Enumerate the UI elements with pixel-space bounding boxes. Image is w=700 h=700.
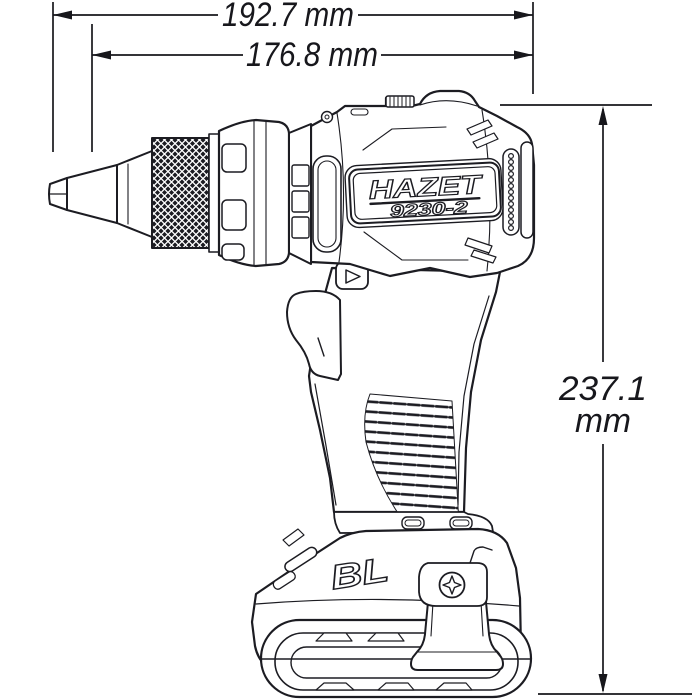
- speed-selector-switch: [385, 95, 415, 108]
- trigger: [286, 290, 342, 381]
- dim-height-unit-label: mm: [575, 402, 631, 440]
- hazet-logo-text: HAZET: [368, 169, 484, 205]
- belt-clip: [410, 546, 504, 671]
- dim-height: [598, 106, 608, 693]
- bl-battery-logo-text: BL: [328, 551, 391, 598]
- model-number-text: 9230-2: [389, 198, 469, 221]
- chuck-assembly: [48, 118, 312, 268]
- dim-width-outer: [53, 10, 533, 20]
- dim-height-value-label: 237.1: [558, 370, 647, 408]
- dim-width-outer-label: 192.7 mm: [222, 0, 354, 34]
- battery-release-button: [272, 528, 318, 590]
- rear-vent-slots: [464, 119, 499, 264]
- belt-clip-screw: [438, 571, 466, 599]
- dim-width-inner: [92, 50, 533, 60]
- chuck-nose-cone: [66, 164, 118, 224]
- rear-bumper-strip: [520, 141, 534, 239]
- dim-width-inner-label: 176.8 mm: [246, 36, 378, 74]
- handle-grip: [307, 266, 502, 525]
- direction-arrow-icon: [345, 269, 361, 284]
- bumper-vents: [315, 632, 473, 691]
- rear-vent-dots: [502, 148, 520, 236]
- chuck-knurl-ring: [151, 137, 210, 249]
- torque-collar: [217, 118, 291, 268]
- brand-plate: [344, 157, 504, 229]
- chuck-front-collar: [116, 150, 153, 238]
- gear-mode-ring: [288, 123, 312, 265]
- handle-base: [333, 511, 494, 534]
- dimension-annotations: [52, 2, 692, 695]
